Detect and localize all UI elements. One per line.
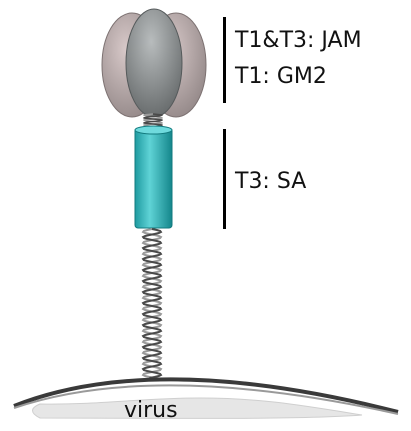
head-label-jam: T1&T3: JAM: [235, 30, 362, 52]
tail-coil: [143, 229, 161, 378]
coil-strand: [143, 229, 161, 378]
head-bracket: [223, 17, 226, 103]
virus-label: virus: [124, 400, 178, 422]
shaft-bracket: [223, 129, 226, 229]
head-domain: [102, 9, 206, 117]
virus-surface: [14, 379, 398, 418]
head-lobe-middle: [126, 9, 182, 117]
shaft-label-sa: T3: SA: [235, 171, 306, 193]
head-label-gm2: T1: GM2: [235, 66, 327, 88]
shaft-domain: [135, 126, 172, 228]
